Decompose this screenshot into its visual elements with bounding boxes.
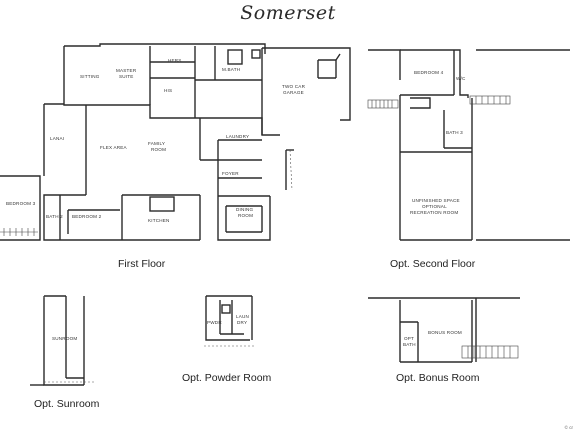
room-label-optional: OPTIONAL [422,204,447,209]
room-label-bonus: BONUS ROOM [428,330,462,335]
room-label-his: HIS [164,88,173,93]
copyright-mark: © cr [564,425,573,430]
room-label-laun: LAUN [236,314,250,319]
caption-powder-room: Opt. Powder Room [182,372,272,384]
room-label-bath3: BATH 3 [446,130,463,135]
room-label-mbath: M.BATH [222,67,241,72]
room-label-pwdr: PWDR [207,320,222,325]
room-label-sitting: SITTING [80,74,100,79]
bonus-room-plan [368,297,520,363]
room-label-dry: DRY [237,320,248,325]
stair-second-top [367,95,511,109]
room-label-laundry: LAUNDRY [226,134,250,139]
room-label-bedroom4: BEDROOM 4 [414,70,444,75]
caption-bonus-room: Opt. Bonus Room [396,372,480,384]
room-label-bedroom2: BEDROOM 2 [72,214,102,219]
room-label-flex: FLEX AREA [100,145,127,150]
room-label-master: MASTER [116,68,137,73]
caption-sunroom: Opt. Sunroom [34,398,100,410]
room-label-bath2: BATH 2 [46,214,63,219]
room-label-dining: DINING [236,207,254,212]
room-label-sunroom: SUNROOM [52,336,78,341]
room-label-foyer: FOYER [222,171,239,176]
room-label-hers: HERS [168,58,182,63]
room-label-opt: OPT [404,336,415,341]
sunroom-plan [30,295,85,386]
caption-first-floor: First Floor [118,258,166,270]
stair-first-left [0,228,38,236]
second-floor-plan [368,49,570,241]
room-label-garage-1: TWO CAR [282,84,306,89]
first-floor-plan [0,43,351,241]
room-label-opt-bath: BATH [403,342,416,347]
room-label-family: FAMILY [148,141,166,146]
room-label-unfinished: UNFINISHED SPACE [412,198,460,203]
room-label-dining-room: ROOM [238,213,254,218]
room-label-suite: SUITE [119,74,134,79]
room-label-recreation: RECREATION ROOM [410,210,459,215]
room-label-kitchen: KITCHEN [148,218,170,223]
room-label-garage-2: GARAGE [283,90,304,95]
room-label-wic: W/C [456,76,466,81]
stair-bonus [461,345,519,359]
room-label-lanai: LANAI [50,136,65,141]
room-label-family-room: ROOM [151,147,167,152]
caption-second-floor: Opt. Second Floor [390,258,476,270]
room-label-bedroom3: BEDROOM 3 [6,201,36,206]
powder-room-plan [205,295,253,341]
plan-title: Somerset [240,2,336,24]
